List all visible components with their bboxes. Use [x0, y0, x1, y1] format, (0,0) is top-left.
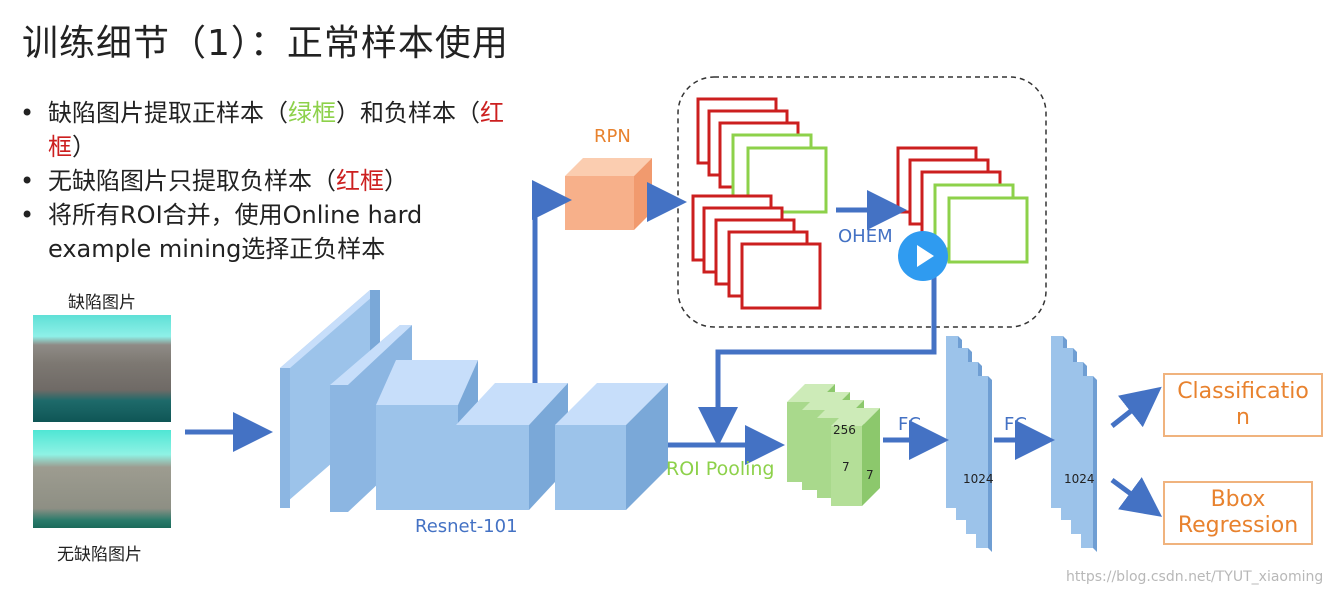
arrow-bbox: [1110, 477, 1163, 517]
fc2-label: FC: [1004, 414, 1027, 435]
slide-title: 训练细节（1）：正常样本使用: [22, 23, 509, 64]
play-icon[interactable]: [898, 231, 948, 281]
flow-arrows: [185, 180, 1163, 517]
bbox-regression-label: Bbox Regression: [1177, 487, 1299, 538]
arrow-cls: [1110, 386, 1162, 428]
selected-boxes: [896, 146, 1029, 264]
arrow-to-rpn: [532, 180, 572, 383]
fc1-label: FC: [898, 414, 921, 435]
roi-pooling-volume: [787, 384, 880, 506]
normal-image-label: 无缺陷图片: [57, 545, 142, 565]
watermark: https://blog.csdn.net/TYUT_xiaoming: [1066, 569, 1324, 585]
normal-image: [33, 430, 171, 528]
arrow-selected-rois: [698, 270, 937, 447]
green-box-text: 绿框: [288, 99, 336, 127]
pool-channels-label: 256: [833, 423, 856, 437]
bullet-3: 将所有ROI合并，使用Online hard example mining选择正…: [14, 198, 504, 266]
bullet-1: 缺陷图片提取正样本（绿框）和负样本（红框）: [14, 96, 504, 164]
red-box-text: 红框: [336, 167, 384, 195]
rpn-label: RPN: [594, 126, 631, 147]
defect-image: [33, 315, 171, 422]
defect-image-label: 缺陷图片: [68, 293, 136, 313]
backbone-label: Resnet-101: [415, 516, 518, 537]
classification-box: Classification: [1163, 373, 1323, 437]
ohem-label: OHEM: [838, 226, 893, 247]
fc2-dim-label: 1024: [1064, 472, 1095, 486]
resnet-block-5: [555, 383, 668, 510]
pool-height-label: 7: [842, 460, 850, 474]
rpn-cube: [565, 158, 652, 230]
proposal-boxes: [691, 97, 828, 310]
fc-layer-2: [1051, 336, 1097, 552]
classification-label: Classification: [1177, 379, 1309, 430]
red-box-text: 红框: [48, 99, 504, 161]
fc-layer-1: [946, 336, 992, 552]
roi-pooling-label: ROI Pooling: [666, 458, 775, 480]
pool-width-label: 7: [866, 468, 874, 482]
fc1-dim-label: 1024: [963, 472, 994, 486]
bullet-2: 无缺陷图片只提取负样本（红框）: [14, 164, 504, 198]
bbox-regression-box: Bbox Regression: [1163, 481, 1313, 545]
bullet-list: 缺陷图片提取正样本（绿框）和负样本（红框） 无缺陷图片只提取负样本（红框） 将所…: [14, 96, 504, 266]
